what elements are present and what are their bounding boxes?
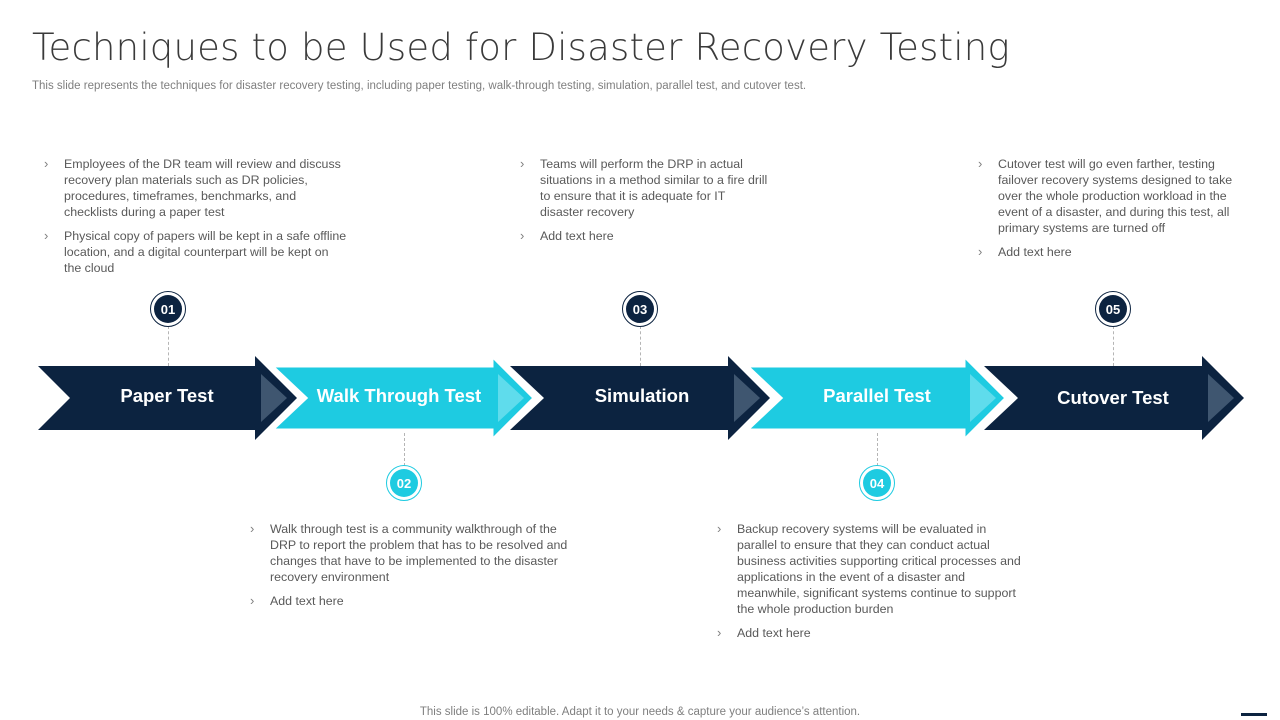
step-3-arrow-tip — [734, 374, 760, 422]
step-3-bullet-1: Teams will perform the DRP in actual sit… — [520, 156, 770, 220]
slide-footer: This slide is 100% editable. Adapt it to… — [419, 706, 861, 718]
step-5-arrow-tip — [1208, 374, 1234, 422]
step-2-bullet-1: Walk through test is a community walkthr… — [250, 521, 570, 585]
connector-1 — [168, 326, 169, 366]
step-1-bullet-1: Employees of the DR team will review and… — [44, 156, 349, 220]
step-1-label: Paper Test — [120, 385, 214, 406]
step-1-arrow — [38, 356, 297, 440]
connector-4 — [877, 428, 878, 466]
slide-title: Techniques to be Used for Disaster Recov… — [32, 26, 1010, 69]
step-4-arrow — [743, 352, 1009, 444]
connector-3 — [640, 326, 641, 366]
step-4-number-badge: 04 — [859, 465, 895, 501]
step-1-text: Employees of the DR team will review and… — [44, 156, 349, 284]
step-2-number-badge: 02 — [386, 465, 422, 501]
step-3-number: 03 — [626, 295, 654, 323]
step-3-text: Teams will perform the DRP in actual sit… — [520, 156, 770, 252]
step-1-arrow-tip — [261, 374, 287, 422]
step-4-text: Backup recovery systems will be evaluate… — [717, 521, 1022, 649]
step-4-label: Parallel Test — [823, 385, 931, 406]
step-2-arrow-tip — [498, 374, 524, 422]
step-2-arrow — [268, 352, 537, 444]
step-4-arrow-tip — [970, 374, 996, 422]
slide-subtitle: This slide represents the techniques for… — [32, 80, 807, 92]
step-3-label: Simulation — [594, 385, 690, 406]
step-5-bullet-2: Add text here — [978, 244, 1243, 260]
step-5-text: Cutover test will go even farther, testi… — [978, 156, 1243, 268]
step-1-bullet-2: Physical copy of papers will be kept in … — [44, 228, 349, 276]
connector-2 — [404, 428, 405, 466]
step-4-bullet-1: Backup recovery systems will be evaluate… — [717, 521, 1022, 617]
step-5-arrow — [984, 356, 1244, 440]
step-5-number: 05 — [1099, 295, 1127, 323]
step-2-text: Walk through test is a community walkthr… — [250, 521, 570, 617]
connector-5 — [1113, 326, 1114, 366]
step-3-bullet-2: Add text here — [520, 228, 770, 244]
corner-accent-bar — [1241, 713, 1267, 716]
step-2-number: 02 — [390, 469, 418, 497]
step-3-number-badge: 03 — [622, 291, 658, 327]
step-1-number: 01 — [154, 295, 182, 323]
step-5-label: Cutover Test — [1057, 387, 1169, 408]
step-5-number-badge: 05 — [1095, 291, 1131, 327]
step-1-number-badge: 01 — [150, 291, 186, 327]
step-5-bullet-1: Cutover test will go even farther, testi… — [978, 156, 1243, 236]
step-3-arrow — [510, 356, 770, 440]
step-4-number: 04 — [863, 469, 891, 497]
step-4-bullet-2: Add text here — [717, 625, 1022, 641]
step-2-bullet-2: Add text here — [250, 593, 570, 609]
step-2-label: Walk Through Test — [316, 385, 482, 406]
